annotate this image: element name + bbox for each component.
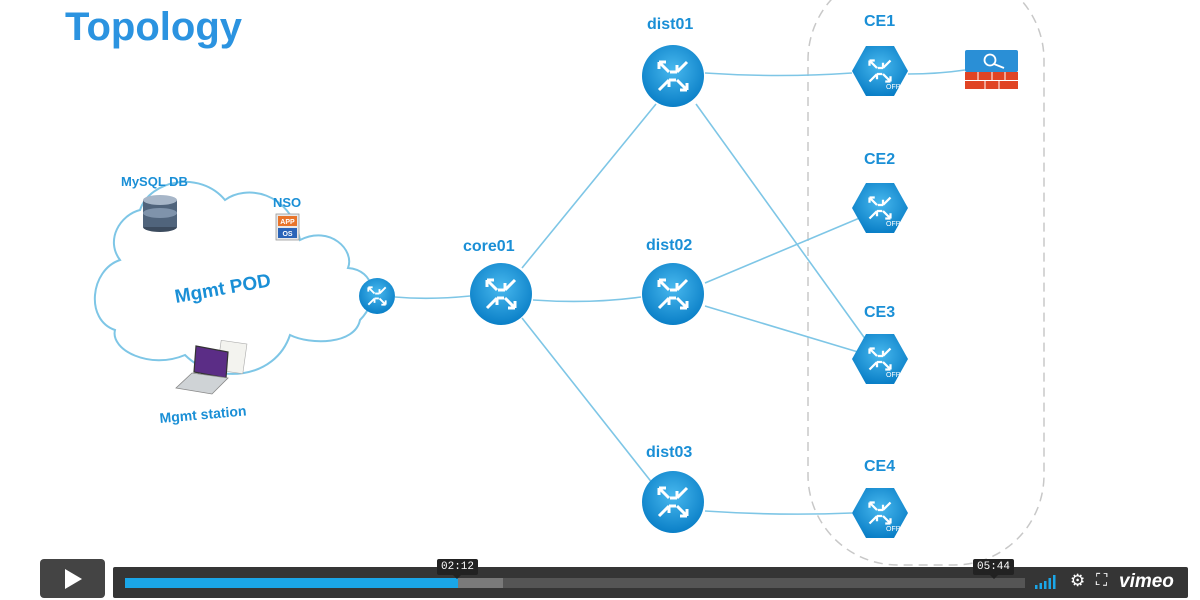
laptop-icon <box>175 339 248 395</box>
current-time-pointer <box>453 575 461 579</box>
router-icon-dist01 <box>642 45 704 107</box>
duration-pointer <box>990 575 998 579</box>
router-icon-dist03 <box>642 471 704 533</box>
ce4-label: CE4 <box>864 458 895 475</box>
dist03-label: dist03 <box>646 444 692 461</box>
slide-title: Topology <box>65 5 243 49</box>
router-icon-dist02 <box>642 263 704 325</box>
database-icon <box>143 195 177 232</box>
nso-label: NSO <box>273 195 301 210</box>
firewall-icon <box>965 50 1018 89</box>
progress-track[interactable] <box>125 578 1025 588</box>
mgmt-pod-cloud <box>93 180 374 375</box>
mgmt-station-label: Mgmt station <box>159 402 247 426</box>
core01-label: core01 <box>463 238 515 255</box>
mgmt-pod-label: Mgmt POD <box>173 270 272 308</box>
ce2-label: CE2 <box>864 151 895 168</box>
current-time-tooltip: 02:12 <box>437 559 479 575</box>
svg-text:APP: APP <box>280 219 295 226</box>
svg-text:OS: OS <box>282 231 292 238</box>
svg-text:OFP: OFP <box>886 526 901 533</box>
ofp-switch-icon-ce2: OFP <box>852 183 908 233</box>
ofp-switch-icon-ce4: OFP <box>852 488 908 538</box>
svg-text:OFP: OFP <box>886 372 901 379</box>
router-icon-core01 <box>470 263 532 325</box>
ce-group-boundary <box>807 0 1045 566</box>
dist02-label: dist02 <box>646 237 692 254</box>
svg-text:OFP: OFP <box>886 84 901 91</box>
nso-app-icon: APP OS <box>275 213 300 241</box>
player-control-bar: ⚙ ⛶ vimeo <box>113 567 1188 598</box>
gear-icon[interactable]: ⚙ <box>1070 571 1086 590</box>
ce1-label: CE1 <box>864 13 895 30</box>
ofp-switch-icon-ce3: OFP <box>852 334 908 384</box>
mysql-db-label: MySQL DB <box>121 174 188 189</box>
progress-played <box>125 578 458 588</box>
svg-text:OFP: OFP <box>886 221 901 228</box>
dist01-label: dist01 <box>647 16 693 33</box>
network-links <box>394 69 966 515</box>
vimeo-logo[interactable]: vimeo <box>1119 571 1174 592</box>
edge-router-icon <box>359 278 395 314</box>
ofp-switch-icon-ce1: OFP <box>852 46 908 96</box>
volume-icon[interactable] <box>1035 575 1059 589</box>
play-button[interactable] <box>40 559 105 598</box>
play-icon <box>65 569 82 589</box>
ce3-label: CE3 <box>864 304 895 321</box>
duration-tooltip: 05:44 <box>973 559 1015 575</box>
fullscreen-icon[interactable]: ⛶ <box>1096 572 1108 589</box>
